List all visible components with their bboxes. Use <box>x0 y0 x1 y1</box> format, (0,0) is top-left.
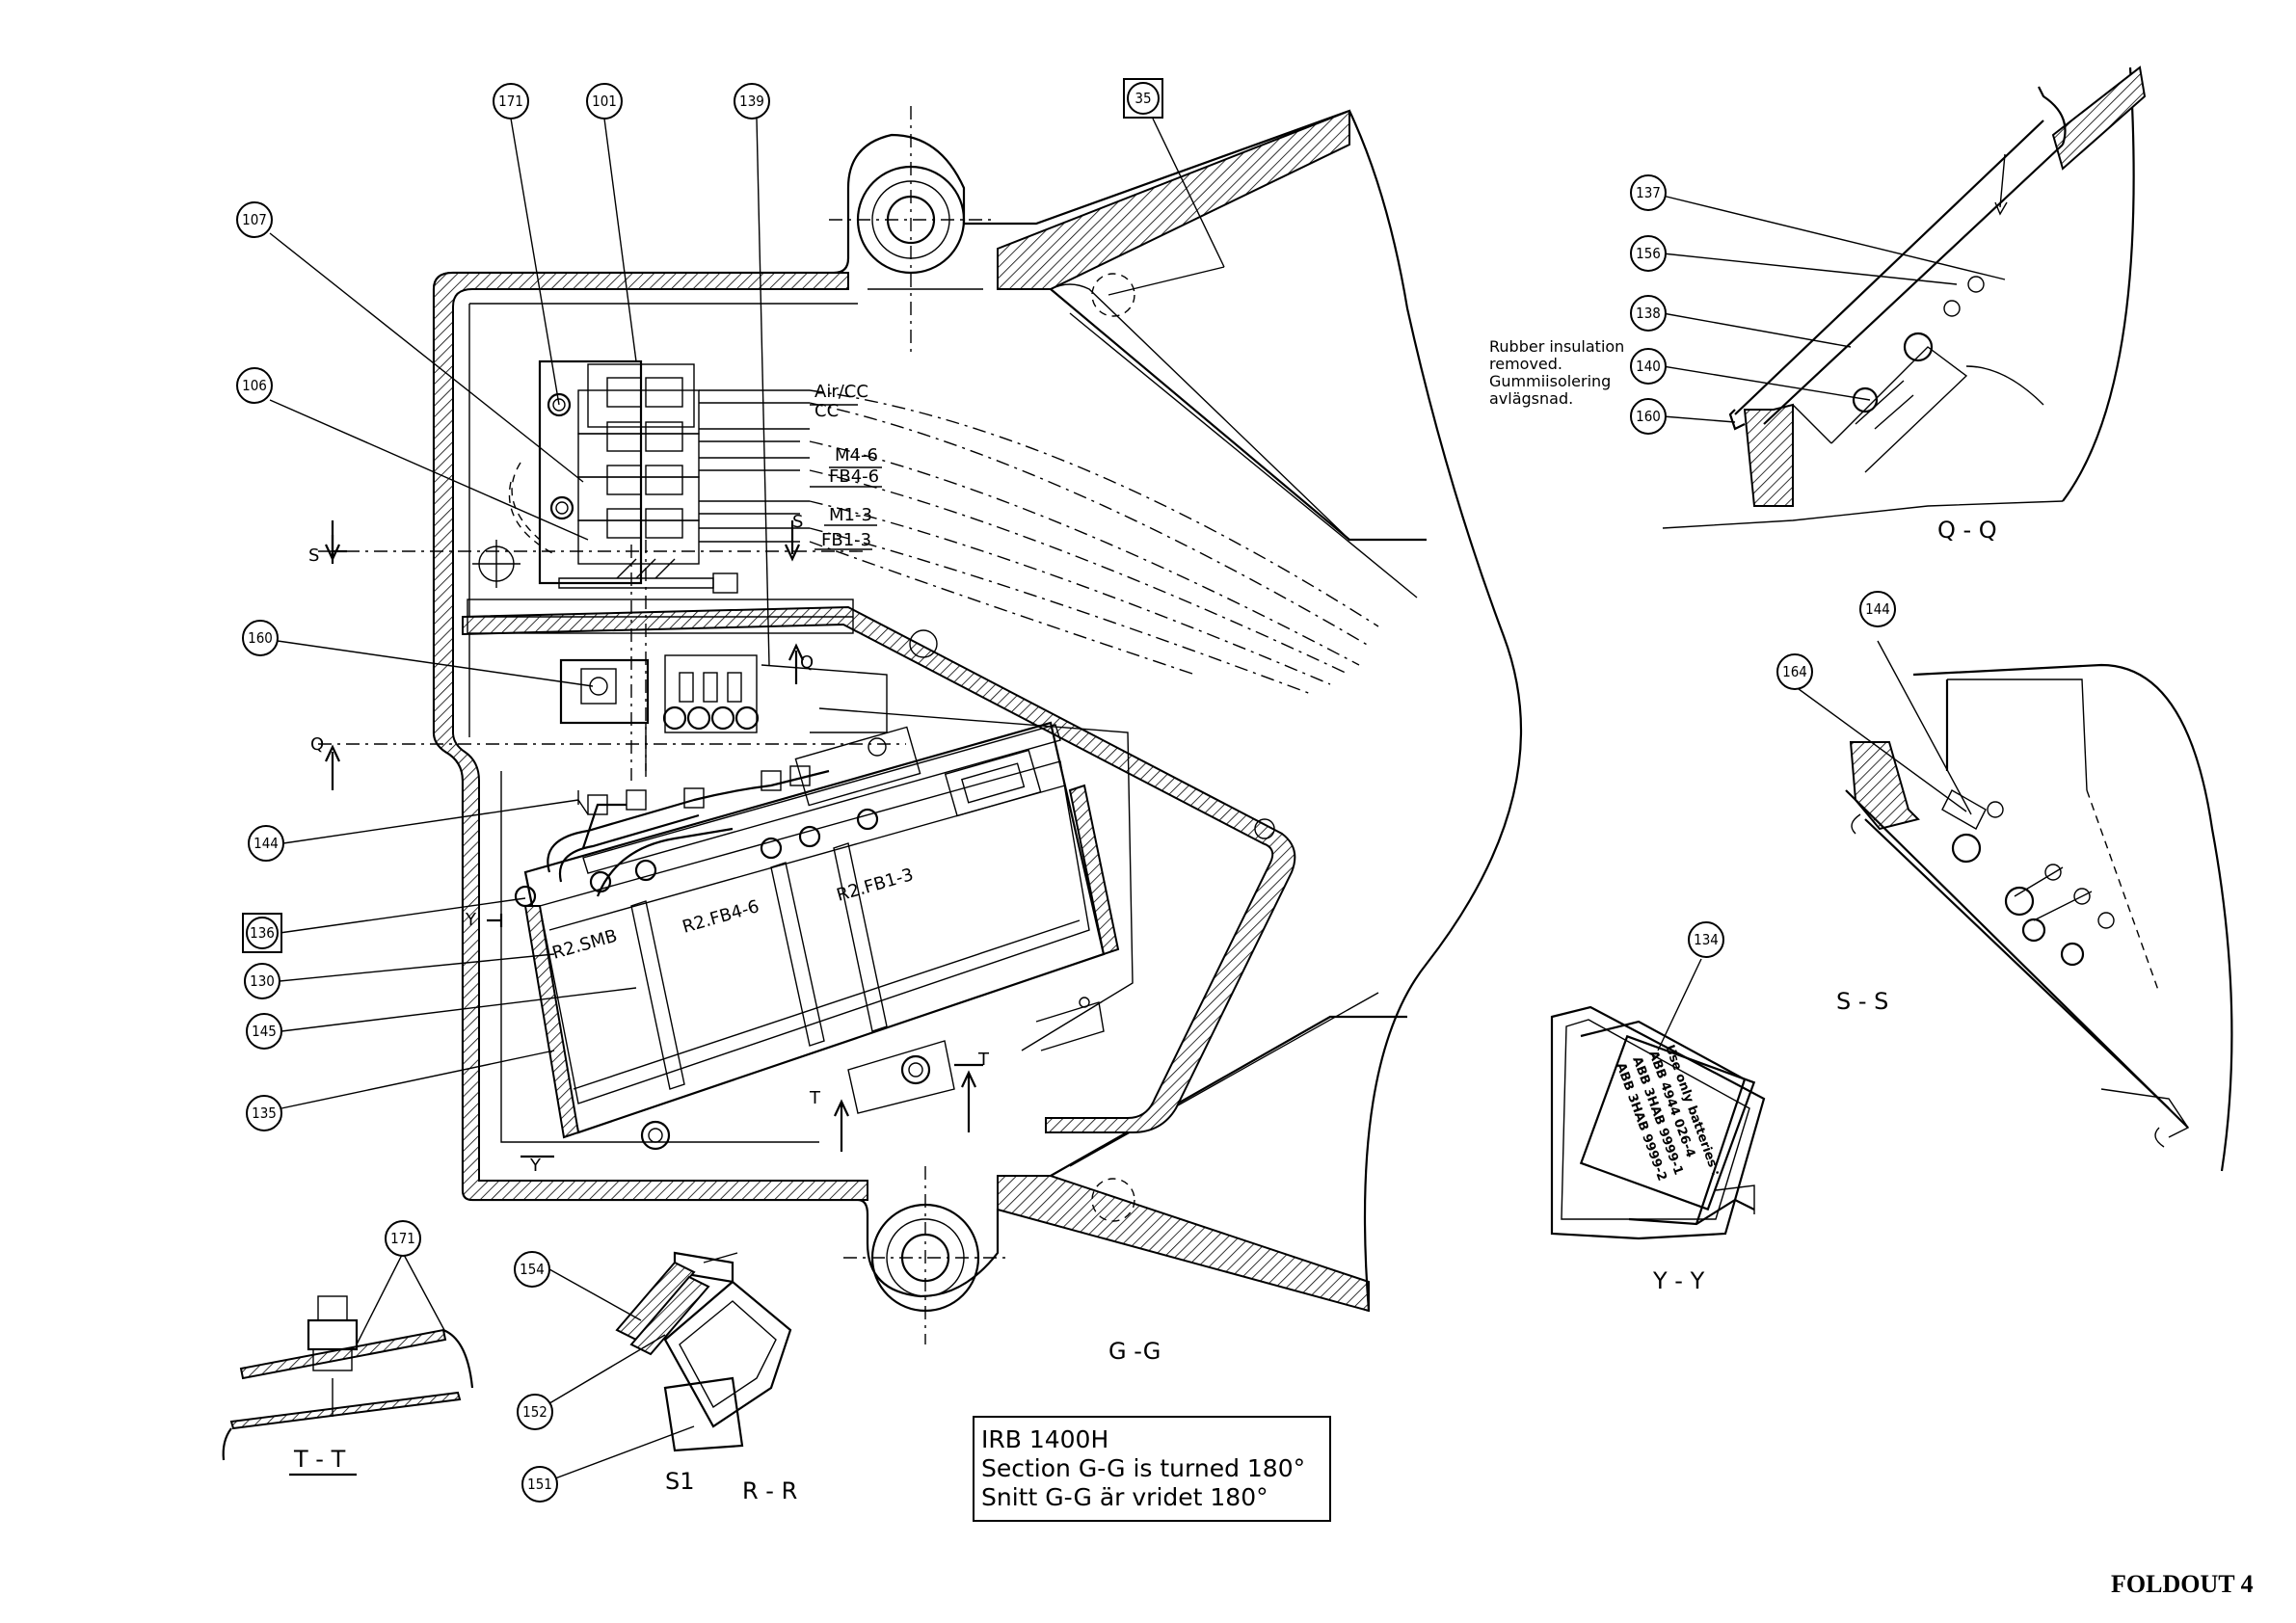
svg-text:avlägsnad.: avlägsnad. <box>1489 389 1573 408</box>
callout-139: 139 <box>734 83 770 120</box>
note-rubber-insulation: Rubber insulation removed. Gummiisolerin… <box>1489 337 1624 408</box>
svg-text:101: 101 <box>592 93 617 110</box>
svg-text:140: 140 <box>1636 358 1661 375</box>
svg-text:151: 151 <box>527 1476 552 1493</box>
label-m1-3: M1-3 <box>829 505 872 525</box>
section-label-tt: T - T <box>293 1446 346 1473</box>
section-mark-q: Q <box>310 734 324 755</box>
section-mark-s2: S <box>792 512 803 532</box>
connector-stack <box>508 359 810 594</box>
svg-text:152: 152 <box>522 1403 547 1421</box>
title-model: IRB 1400H <box>981 1425 1108 1453</box>
svg-text:156: 156 <box>1636 245 1661 262</box>
svg-text:139: 139 <box>739 93 764 110</box>
svg-text:160: 160 <box>248 629 273 647</box>
terminal-block <box>559 654 760 771</box>
svg-text:Rubber insulation: Rubber insulation <box>1489 337 1624 356</box>
svg-text:106: 106 <box>242 377 267 394</box>
svg-text:138: 138 <box>1636 305 1661 322</box>
callout-160-main: 160 <box>242 620 279 656</box>
battery-pack <box>514 721 1120 1151</box>
callout-130: 130 <box>244 963 280 999</box>
section-label-ss: S - S <box>1836 988 1888 1015</box>
svg-text:171: 171 <box>498 93 523 110</box>
section-mark-s: S <box>308 545 319 566</box>
leader-lines <box>269 118 1225 1109</box>
callout-106: 106 <box>236 367 273 404</box>
svg-text:164: 164 <box>1782 663 1807 680</box>
callout-145: 145 <box>246 1013 282 1050</box>
svg-text:134: 134 <box>1694 931 1719 948</box>
callout-151: 151 <box>521 1466 558 1503</box>
section-label-rr: R - R <box>742 1477 797 1504</box>
board-label-fb1-3: R2.FB1-3 <box>835 865 916 906</box>
section-markers: S S Q Q Y Y T T <box>308 512 990 1176</box>
title-box: IRB 1400H Section G-G is turned 180° Sni… <box>973 1416 1331 1522</box>
svg-text:136: 136 <box>250 924 275 942</box>
board-label-fb4-6: R2.FB4-6 <box>681 896 761 938</box>
callout-137: 137 <box>1630 174 1667 211</box>
callout-152: 152 <box>517 1394 553 1430</box>
callout-160-qq: 160 <box>1630 398 1667 435</box>
label-air-cc: Air/CC <box>814 382 868 402</box>
label-fb4-6: FB4-6 <box>829 466 879 487</box>
section-mark-t2: T <box>977 1050 990 1070</box>
board-label-smb: R2.SMB <box>550 926 620 964</box>
svg-text:130: 130 <box>250 972 275 990</box>
section-gg-view: S S Q Q Y Y T T Air/CC CC M4-6 FB4-6 M1-… <box>308 106 1523 1365</box>
svg-text:135: 135 <box>252 1104 277 1122</box>
callout-136: 136 <box>242 913 282 953</box>
section-label-yy: Y - Y <box>1652 1267 1705 1294</box>
section-ss-view: S - S <box>1794 640 2233 1172</box>
callout-156: 156 <box>1630 235 1667 272</box>
section-rr-view: S1 R - R <box>534 1251 797 1504</box>
callout-144-main: 144 <box>248 825 284 862</box>
label-m4-6: M4-6 <box>835 445 878 466</box>
callout-171-tt: 171 <box>385 1220 421 1257</box>
label-cc: CC <box>814 401 839 421</box>
title-note-en: Section G-G is turned 180° <box>981 1454 1305 1482</box>
callout-171-top: 171 <box>493 83 529 120</box>
label-fb1-3: FB1-3 <box>821 530 871 550</box>
callout-138: 138 <box>1630 295 1667 332</box>
section-mark-y: Y <box>465 910 477 930</box>
section-tt-view: T - T <box>222 1252 474 1477</box>
section-label-qq: Q - Q <box>1937 517 1997 544</box>
callout-140: 140 <box>1630 348 1667 385</box>
svg-text:144: 144 <box>254 835 279 852</box>
callout-107: 107 <box>236 201 273 238</box>
svg-text:removed.: removed. <box>1489 355 1562 373</box>
svg-text:137: 137 <box>1636 184 1661 201</box>
svg-text:Gummiisolering: Gummiisolering <box>1489 372 1611 390</box>
title-note-sv: Snitt G-G är vridet 180° <box>981 1483 1268 1511</box>
callout-135: 135 <box>246 1095 282 1131</box>
callout-154: 154 <box>514 1251 550 1288</box>
svg-text:154: 154 <box>520 1261 545 1278</box>
section-label-s1: S1 <box>665 1468 695 1495</box>
callout-144-ss: 144 <box>1859 591 1896 627</box>
callout-101: 101 <box>586 83 623 120</box>
page-label: FOLDOUT 4 <box>2111 1570 2254 1598</box>
section-qq-view: Q - Q Rubber insulation removed. Gummiis… <box>1489 66 2147 544</box>
section-mark-y2: Y <box>529 1156 542 1176</box>
callout-134: 134 <box>1688 921 1724 958</box>
svg-text:35: 35 <box>1135 90 1151 107</box>
svg-text:145: 145 <box>252 1023 277 1040</box>
svg-text:107: 107 <box>242 211 267 228</box>
section-yy-view: Use only batteries : ABB 4944 026-4 ABB … <box>1550 958 1766 1294</box>
callout-164: 164 <box>1776 653 1813 690</box>
svg-text:144: 144 <box>1865 600 1890 618</box>
section-mark-t: T <box>809 1088 821 1108</box>
svg-text:160: 160 <box>1636 408 1661 425</box>
callout-35: 35 <box>1123 78 1163 119</box>
svg-text:171: 171 <box>390 1230 415 1247</box>
section-mark-q2: Q <box>800 652 814 673</box>
section-label-gg: G -G <box>1108 1338 1161 1365</box>
